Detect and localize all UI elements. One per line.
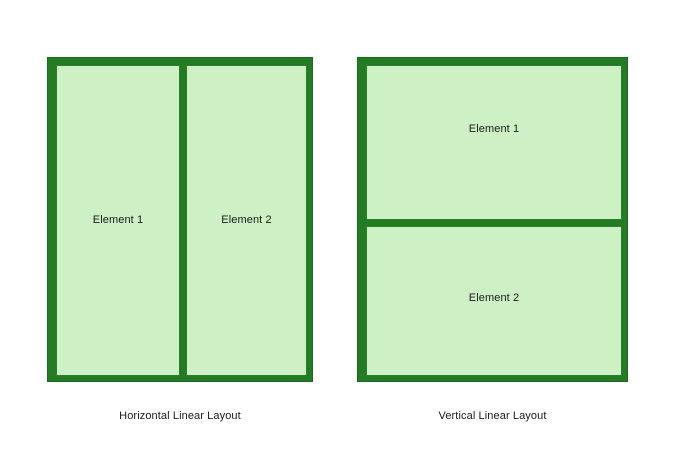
horizontal-layout-element-1-label: Element 1 (92, 214, 144, 226)
horizontal-layout-element-2-label: Element 2 (221, 214, 272, 226)
horizontal-layout-container: Element 1 Element 2 (47, 57, 313, 382)
vertical-layout-element-2-label: Element 2 (468, 291, 520, 304)
vertical-layout-container: Element 1 Element 2 (357, 57, 628, 382)
vertical-layout-element-1[interactable]: Element 1 (366, 65, 622, 220)
horizontal-layout-caption: Horizontal Linear Layout (119, 410, 241, 422)
vertical-layout-caption: Vertical Linear Layout (438, 410, 547, 422)
vertical-layout-element-2[interactable]: Element 2 (366, 226, 622, 376)
horizontal-layout-element-2[interactable]: Element 2 (186, 65, 307, 376)
vertical-layout-element-1-label: Element 1 (468, 123, 520, 135)
horizontal-layout-element-1[interactable]: Element 1 (56, 65, 180, 376)
